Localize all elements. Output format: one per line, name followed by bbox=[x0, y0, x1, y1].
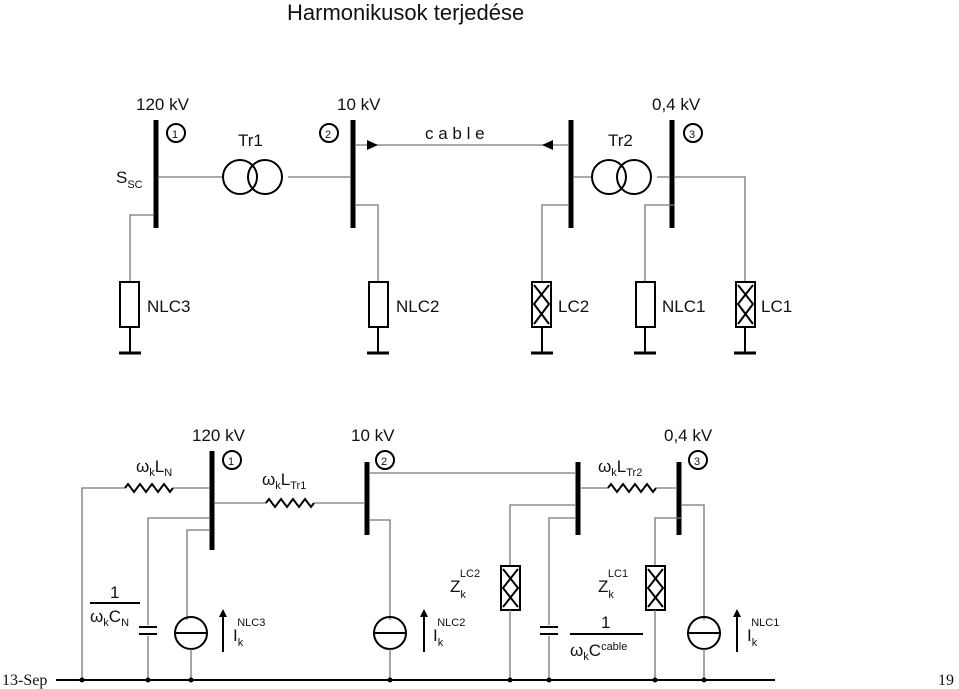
load-nlc3-label: NLC3 bbox=[147, 297, 190, 316]
label-1-over-wk-ccable-den: ωkCcable bbox=[570, 641, 627, 663]
load-nlc3 bbox=[119, 281, 141, 355]
svg-text:1: 1 bbox=[228, 456, 234, 468]
load-lc2 bbox=[531, 281, 553, 355]
impedance-z-lc1 bbox=[645, 565, 666, 680]
label-ik-nlc2: IkNLC2 bbox=[433, 617, 465, 649]
transformer-tr1 bbox=[222, 159, 283, 195]
source-label: SSC bbox=[116, 168, 143, 191]
node-marker-2: 2 bbox=[319, 123, 339, 143]
node-marker-1: 1 bbox=[166, 123, 186, 143]
svg-text:2: 2 bbox=[381, 456, 387, 468]
cable-label: c a b l e bbox=[425, 124, 485, 143]
load-lc1 bbox=[734, 281, 756, 355]
cable-arrow-left bbox=[367, 140, 378, 150]
inductor-ltr2 bbox=[607, 482, 657, 494]
transformer-tr2 bbox=[591, 159, 652, 195]
label-wk-ltr1: ωkLTr1 bbox=[262, 470, 306, 492]
label-wk-ltr2: ωkLTr2 bbox=[598, 457, 642, 479]
current-source-nlc3 bbox=[174, 609, 227, 680]
label-zk-lc1: ZkLC1 bbox=[598, 568, 628, 601]
svg-text:1: 1 bbox=[172, 129, 178, 141]
load-lc2-label: LC2 bbox=[558, 297, 589, 316]
voltage-label-120kv: 120 kV bbox=[136, 95, 190, 114]
transformer-tr2-label: Tr2 bbox=[608, 131, 633, 150]
svg-text:3: 3 bbox=[694, 456, 700, 468]
label-zk-lc2: ZkLC2 bbox=[450, 568, 480, 601]
node-marker-3: 3 bbox=[683, 123, 703, 143]
capacitor-c-cable bbox=[540, 626, 558, 680]
eq-voltage-label-10kv: 10 kV bbox=[351, 426, 395, 445]
eq-voltage-label-120kv: 120 kV bbox=[192, 426, 246, 445]
footer-date: 13-Sep bbox=[2, 672, 47, 689]
load-nlc1 bbox=[634, 281, 656, 355]
eq-node-marker-2: 2 bbox=[375, 450, 395, 470]
capacitor-cn bbox=[139, 626, 157, 680]
label-1-over-wk-cn-num: 1 bbox=[110, 583, 119, 602]
single-line-network: 120 kV 10 kV 0,4 kV 1 2 3 SSC Tr1 c a bbox=[116, 95, 792, 355]
label-wk-ln: ωkLN bbox=[136, 457, 172, 479]
equivalent-circuit: 120 kV 10 kV 0,4 kV 1 2 3 ωkLN ωkLTr1 bbox=[56, 426, 779, 683]
label-1-over-wk-ccable-num: 1 bbox=[601, 613, 610, 632]
eq-voltage-label-04kv: 0,4 kV bbox=[664, 426, 713, 445]
footer-page-number: 19 bbox=[938, 672, 954, 689]
load-nlc1-label: NLC1 bbox=[662, 297, 705, 316]
transformer-tr1-label: Tr1 bbox=[238, 131, 263, 150]
load-nlc2 bbox=[367, 281, 389, 355]
current-source-nlc2 bbox=[373, 609, 428, 680]
svg-text:2: 2 bbox=[325, 129, 331, 141]
cable-arrow-right bbox=[542, 140, 553, 150]
load-nlc2-label: NLC2 bbox=[396, 297, 439, 316]
voltage-label-10kv: 10 kV bbox=[337, 95, 381, 114]
inductor-ltr1 bbox=[265, 497, 315, 509]
inductor-ln bbox=[124, 482, 174, 494]
voltage-label-04kv: 0,4 kV bbox=[652, 95, 701, 114]
page-title: Harmonikusok terjedése bbox=[287, 0, 524, 25]
impedance-z-lc2 bbox=[500, 565, 521, 680]
label-1-over-wk-cn-den: ωkCN bbox=[90, 607, 129, 629]
svg-text:3: 3 bbox=[689, 129, 695, 141]
label-ik-nlc1: IkNLC1 bbox=[747, 617, 779, 649]
ground-rail-junctions bbox=[79, 677, 707, 683]
current-source-nlc1 bbox=[687, 609, 741, 680]
eq-node-marker-1: 1 bbox=[222, 450, 242, 470]
eq-node-marker-3: 3 bbox=[688, 450, 708, 470]
label-ik-nlc3: IkNLC3 bbox=[233, 617, 265, 649]
load-lc1-label: LC1 bbox=[761, 297, 792, 316]
